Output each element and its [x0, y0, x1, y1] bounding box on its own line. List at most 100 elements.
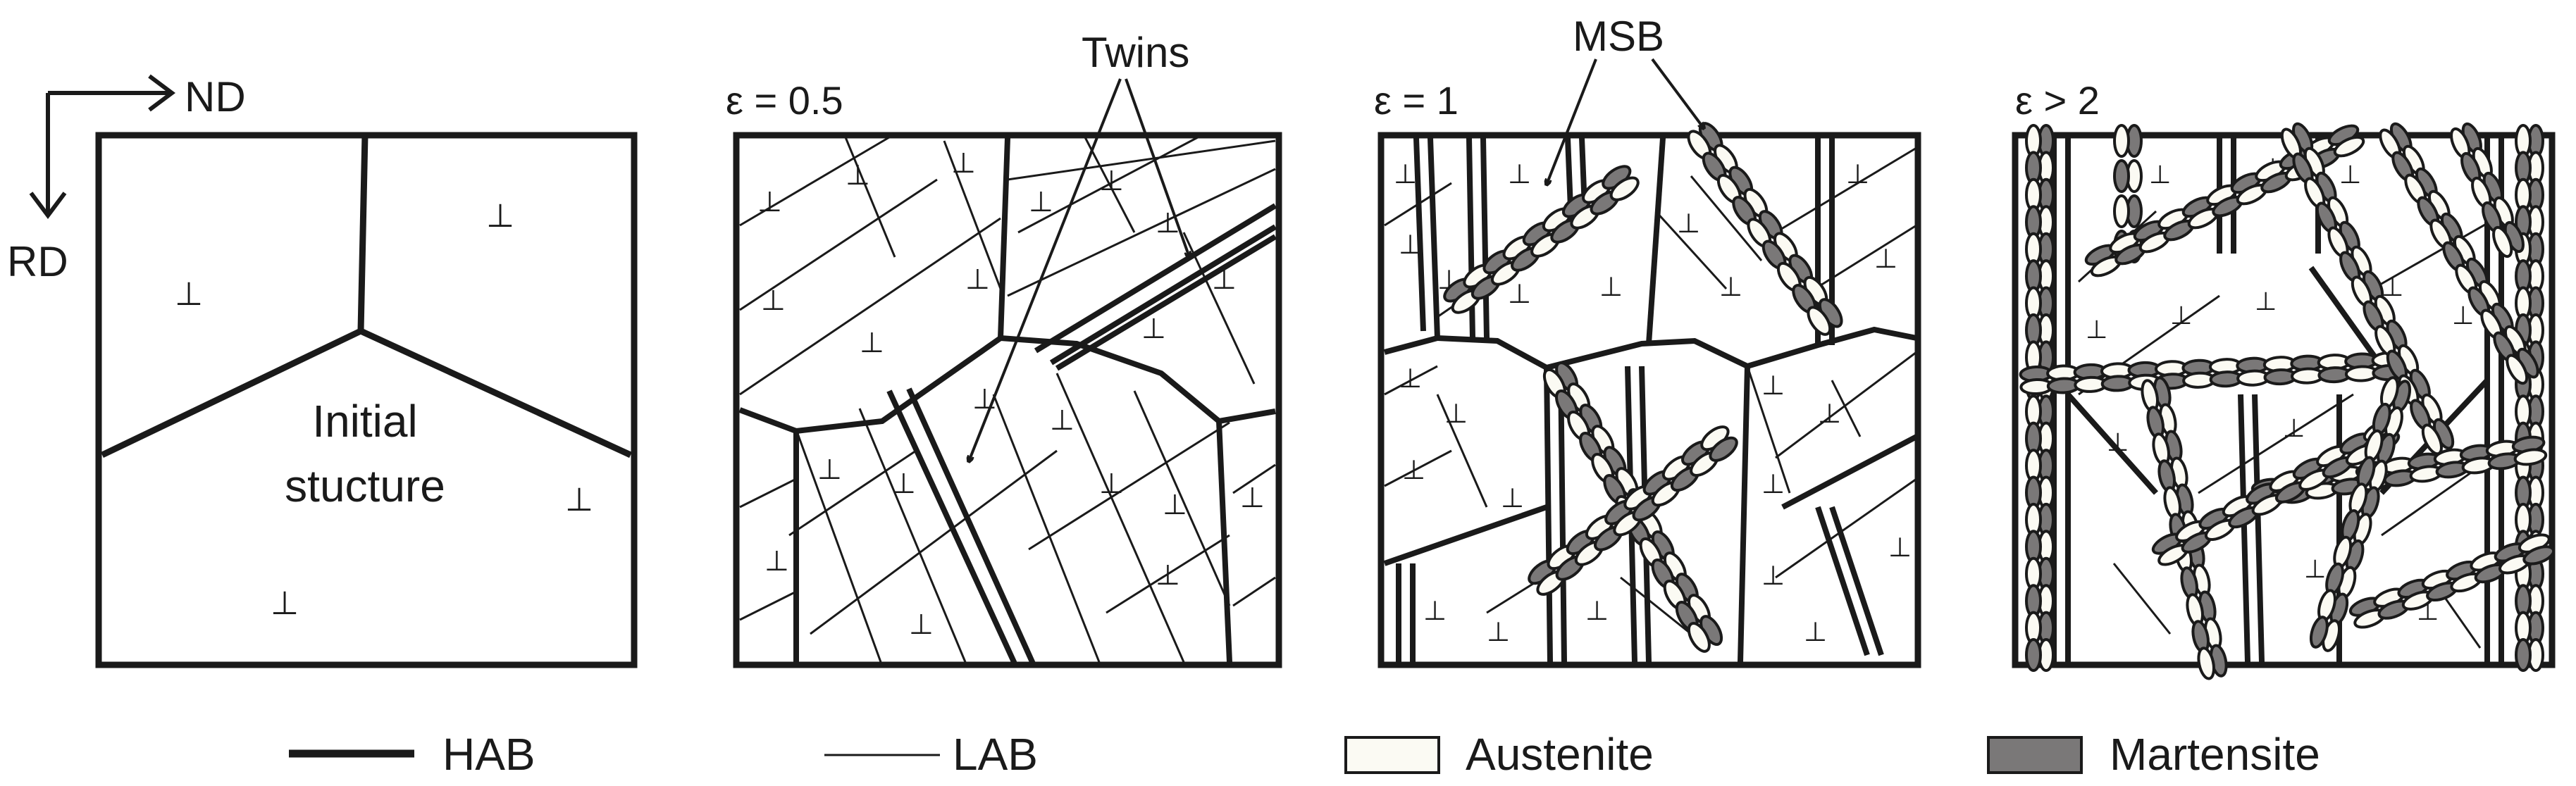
- austenite-lath: [2113, 124, 2130, 158]
- dislocation-mark: ⊥: [757, 187, 782, 218]
- dislocation-mark: ⊥: [2255, 287, 2277, 316]
- dislocation-mark: ⊥: [1399, 364, 1422, 394]
- martensite-swatch: [1987, 736, 2083, 774]
- dislocation-mark: ⊥: [1888, 533, 1912, 563]
- austenite-lath: [1609, 176, 1640, 201]
- dislocation-mark: ⊥: [761, 285, 786, 316]
- hab-lines: [101, 135, 632, 458]
- dislocation-mark: ⊥: [175, 275, 203, 312]
- strain-label: ε > 2: [2015, 78, 2100, 123]
- panel-frame: [733, 132, 1282, 668]
- dislocation-mark: ⊥: [965, 264, 990, 295]
- dislocation-mark: ⊥: [1677, 209, 1700, 239]
- martensite-lath: [2515, 638, 2532, 672]
- martensite-lath: [2522, 545, 2556, 566]
- dislocation-mark: ⊥: [2149, 160, 2171, 189]
- dislocation-mark: ⊥: [2170, 301, 2192, 330]
- dislocation-mark: ⊥: [1163, 489, 1187, 520]
- legend-label-martensite: Martensite: [2110, 729, 2320, 780]
- dislocation-mark: ⊥: [2107, 428, 2129, 456]
- dislocation-mark: ⊥: [1818, 399, 1841, 429]
- initial-structure-label-line2: stucture: [285, 461, 445, 511]
- dislocation-mark: ⊥: [1487, 618, 1510, 647]
- dislocation-mark: ⊥: [2283, 413, 2305, 442]
- dislocation-mark: ⊥: [1804, 618, 1827, 647]
- msb-arrow: [1651, 58, 1704, 128]
- austenite-lath: [1687, 622, 1711, 653]
- dislocation-mark: ⊥: [1761, 561, 1785, 591]
- rd-label: RD: [7, 238, 68, 285]
- dislocation-marks: ⊥ ⊥ ⊥ ⊥: [175, 197, 593, 621]
- dislocation-mark: ⊥: [1423, 597, 1447, 626]
- panel-strain-0-5: ε = 0.5: [726, 78, 1282, 668]
- martensite-lath: [2309, 616, 2329, 649]
- dislocation-mark: ⊥: [817, 454, 842, 485]
- dislocation-mark: ⊥: [764, 546, 789, 577]
- twins-arrow: [1125, 78, 1189, 257]
- legend-label-austenite: Austenite: [1466, 729, 1654, 780]
- martensite-lath: [2113, 159, 2130, 193]
- dislocation-mark: ⊥: [1761, 371, 1785, 401]
- dislocation-mark: ⊥: [1501, 484, 1524, 513]
- dislocation-mark: ⊥: [2452, 301, 2474, 330]
- lab-lines: [1384, 146, 1917, 635]
- dislocation-mark: ⊥: [1599, 273, 1623, 302]
- dislocation-mark: ⊥: [1719, 273, 1742, 302]
- hab-lines: [738, 137, 1276, 663]
- panel-strain-2-plus: ε > 2 ⊥ ⊥ ⊥: [2012, 78, 2556, 680]
- legend-item-martensite: Martensite: [1987, 729, 2320, 780]
- twin-lines: [886, 203, 1277, 665]
- dislocation-mark: ⊥: [1029, 187, 1053, 218]
- austenite-lath: [1807, 306, 1832, 336]
- dislocation-mark: ⊥: [1240, 482, 1265, 513]
- austenite-lath: [2492, 225, 2513, 258]
- austenite-lath: [2333, 135, 2365, 158]
- dislocation-mark: ⊥: [1212, 264, 1237, 295]
- nd-label: ND: [185, 73, 246, 120]
- dislocation-mark: ⊥: [1444, 399, 1468, 429]
- strain-label: ε = 0.5: [726, 78, 843, 123]
- dislocation-mark: ⊥: [1402, 456, 1425, 485]
- dislocation-mark: ⊥: [1585, 597, 1609, 626]
- dislocation-mark: ⊥: [860, 328, 884, 358]
- strain-label: ε = 1: [1374, 78, 1459, 123]
- dislocation-mark: ⊥: [1399, 230, 1422, 260]
- dislocation-mark: ⊥: [2304, 554, 2326, 583]
- dislocation-mark: ⊥: [2382, 273, 2403, 301]
- austenite-lath: [2113, 194, 2130, 228]
- dislocation-mark: ⊥: [2086, 315, 2107, 344]
- twins-annotation: Twins: [969, 29, 1189, 461]
- austenite-lath: [2506, 354, 2529, 385]
- dislocation-mark: ⊥: [565, 481, 593, 518]
- legend-item-hab: HAB: [289, 729, 535, 780]
- martensite-lath: [2025, 638, 2042, 672]
- legend: HAB LAB Austenite Martensite: [289, 729, 2320, 780]
- legend-label-lab: LAB: [953, 729, 1038, 780]
- martensite-lath: [1709, 436, 1738, 462]
- rd-arrowhead: [29, 192, 67, 219]
- msb-label: MSB: [1573, 13, 1664, 60]
- msb-bands: [1443, 122, 1843, 653]
- austenite-lath: [2513, 448, 2548, 466]
- legend-label-hab: HAB: [442, 729, 535, 780]
- dislocation-marks: ⊥ ⊥ ⊥ ⊥ ⊥ ⊥ ⊥ ⊥ ⊥ ⊥ ⊥ ⊥ ⊥ ⊥ ⊥ ⊥ ⊥ ⊥ ⊥ ⊥ …: [757, 148, 1265, 640]
- dislocation-mark: ⊥: [909, 609, 934, 640]
- dislocation-mark: ⊥: [846, 160, 870, 191]
- dislocation-mark: ⊥: [1141, 313, 1166, 344]
- dislocation-mark: ⊥: [1156, 560, 1180, 591]
- dislocation-mark: ⊥: [486, 197, 514, 234]
- twins-label: Twins: [1082, 29, 1189, 76]
- dislocation-mark: ⊥: [2339, 160, 2361, 189]
- lab-lines: [739, 136, 1276, 663]
- nd-arrowhead: [148, 74, 175, 112]
- msb-arrow: [1547, 58, 1597, 185]
- legend-item-austenite: Austenite: [1344, 729, 1654, 780]
- dislocation-mark: ⊥: [1394, 160, 1417, 189]
- coordinate-axes: ND RD: [7, 73, 246, 285]
- panel-strain-1: ε = 1: [1374, 78, 1921, 668]
- dislocation-mark: ⊥: [1874, 244, 1897, 274]
- dislocation-mark: ⊥: [1099, 468, 1124, 499]
- panel-initial-structure: ⊥ ⊥ ⊥ ⊥ Initial stucture: [95, 132, 638, 668]
- dislocation-mark: ⊥: [1761, 470, 1785, 499]
